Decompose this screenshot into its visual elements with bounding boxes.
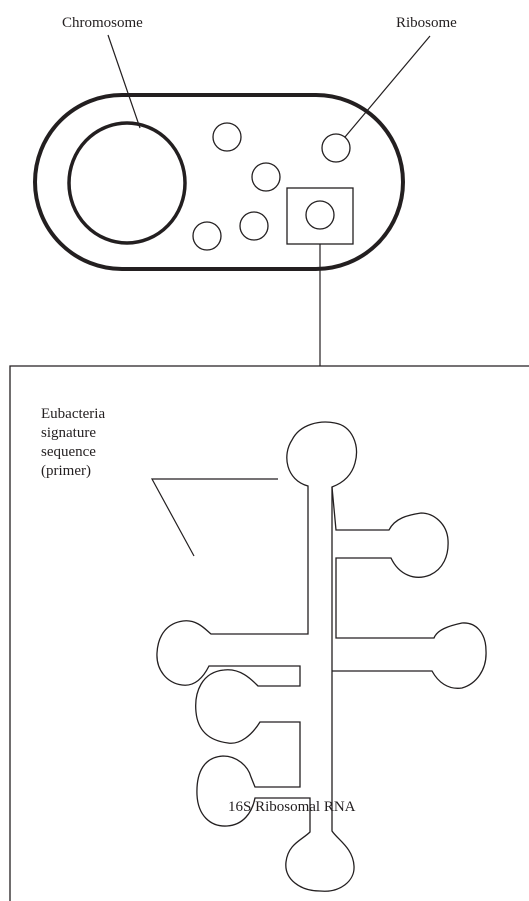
ribosome-1 [212, 122, 242, 152]
ribosome-label: Ribosome [396, 15, 457, 31]
zoom-panel-frame [9, 365, 529, 901]
rrna-label: 16S Ribosomal RNA [228, 799, 356, 815]
primer-label-line2: signature [41, 425, 96, 441]
chromosome [67, 121, 187, 245]
ribosome-highlight-box [286, 187, 354, 245]
bacterial-cell [33, 93, 405, 271]
cell-membrane [33, 93, 405, 271]
ribosome-2 [251, 162, 281, 192]
primer-label-line1: Eubacteria [41, 406, 105, 422]
ribosome-5 [239, 211, 269, 241]
ribosome-leader-line [344, 35, 431, 138]
rrna-outline-left [156, 421, 358, 892]
ribosome-highlighted [305, 200, 335, 230]
rrna-outline-right [331, 486, 487, 689]
primer-label-line3: sequence [41, 444, 96, 460]
primer-leader-lines [150, 478, 278, 557]
primer-label-line4: (primer) [41, 463, 91, 479]
chromosome-label: Chromosome [62, 15, 143, 31]
rrna-structure [156, 421, 487, 892]
ribosome-4 [192, 221, 222, 251]
ribosome-3 [321, 133, 351, 163]
chromosome-leader-line [107, 34, 141, 129]
